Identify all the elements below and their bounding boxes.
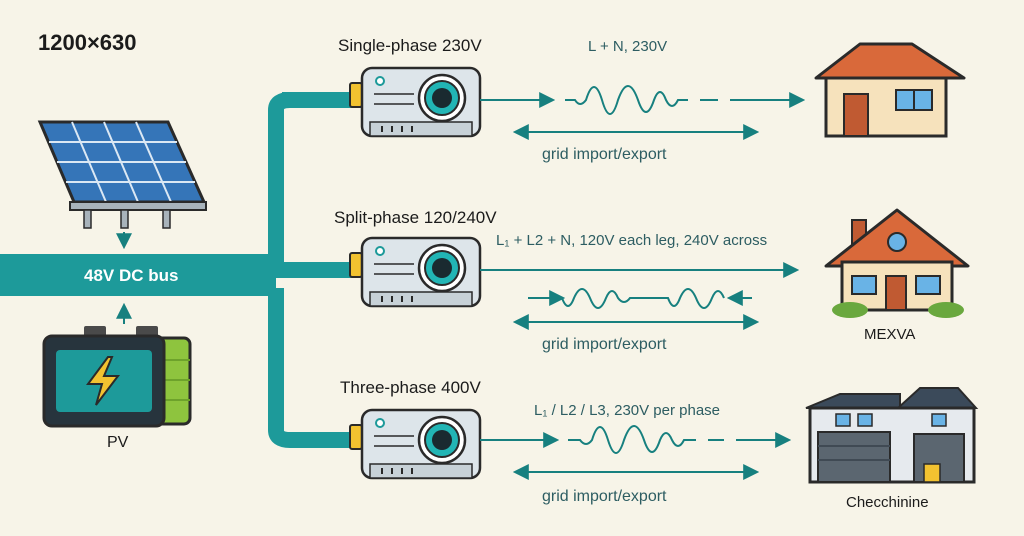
battery-label: PV bbox=[107, 434, 129, 451]
branch-title-split-phase: Split-phase 120/240V bbox=[334, 208, 497, 227]
branch-title-single-phase: Single-phase 230V bbox=[338, 36, 482, 55]
branch-title-three-phase: Three-phase 400V bbox=[340, 378, 481, 397]
grid-label-single-phase: grid import/export bbox=[542, 146, 667, 163]
inverter-split-phase-icon bbox=[348, 236, 482, 308]
wave-label-split-phase: L₁ + L2 + N, 120V each leg, 240V across bbox=[496, 232, 768, 249]
three-phase-flow bbox=[480, 425, 792, 480]
building-label-split-phase: MEXVA bbox=[864, 326, 916, 343]
inverter-three-phase-icon bbox=[348, 408, 482, 480]
suburban-house-icon bbox=[824, 208, 970, 318]
dc-bus-label: 48V DC bus bbox=[84, 266, 179, 285]
building-label-three-phase: Checchinine bbox=[846, 494, 929, 511]
page-title: 1200×630 bbox=[38, 30, 137, 55]
wave-label-three-phase: L₁ / L2 / L3, 230V per phase bbox=[534, 402, 721, 419]
grid-label-three-phase: grid import/export bbox=[542, 488, 667, 505]
battery-icon bbox=[42, 302, 192, 428]
inverter-single-phase-icon bbox=[348, 66, 482, 138]
solar-panel-icon bbox=[37, 120, 207, 250]
wave-label-single-phase: L + N, 230V bbox=[588, 38, 668, 55]
grid-label-split-phase: grid import/export bbox=[542, 336, 667, 353]
single-phase-flow bbox=[480, 85, 806, 140]
warehouse-icon bbox=[805, 387, 979, 484]
dc-bus bbox=[0, 92, 366, 448]
split-phase-flow bbox=[480, 262, 800, 330]
house-icon bbox=[814, 42, 966, 138]
